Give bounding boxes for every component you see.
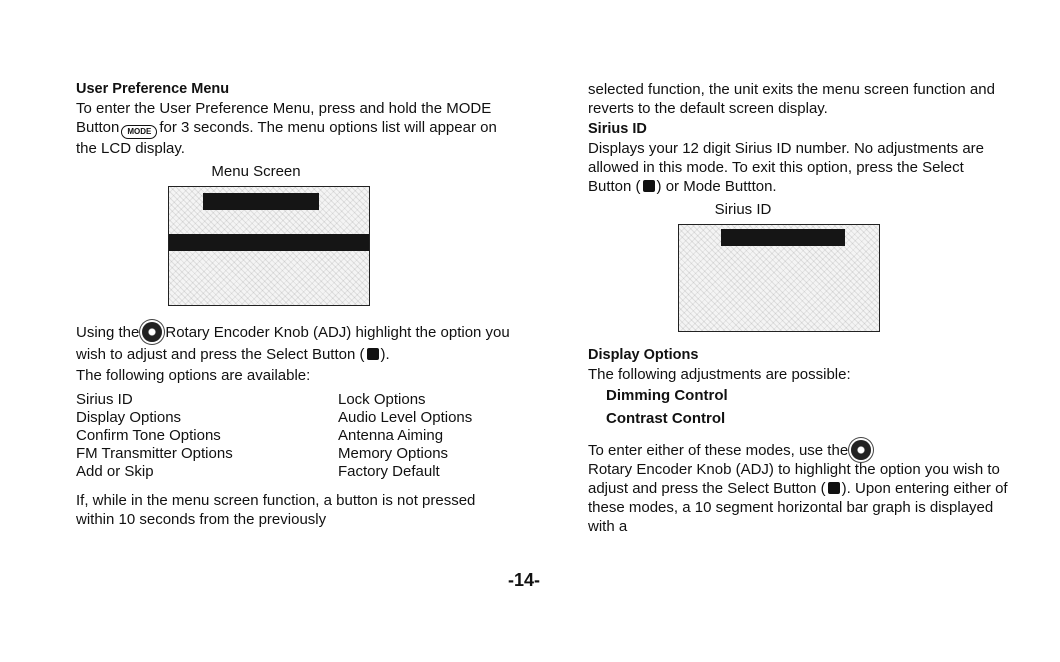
option-item: Add or Skip [76,463,154,480]
lcd-row [169,213,369,230]
enter-text-b: Rotary Encoder Knob (ADJ) to highlight t… [588,461,1000,497]
rotary-knob-icon [851,440,872,460]
lcd-row [679,295,879,312]
sirius-id-heading: Sirius ID [588,121,647,137]
rotary-text-c: ). [380,346,390,363]
option-item: Lock Options [338,391,426,408]
display-options-heading: Display Options [588,347,699,363]
sirius-text-a: Displays your 12 digit Sirius ID number.… [588,140,985,195]
enter-text-a: To enter either of these modes, use the [588,442,849,459]
contrast-control-item: Contrast Control [606,410,726,427]
lcd-row-highlight [721,229,845,246]
sirius-text-b: ) or Mode Buttton. [656,178,777,195]
intro-text-a: To enter the User Preference Menu, press… [76,100,492,136]
intro-text-b: for 3 seconds. The menu options list wil… [76,119,497,157]
lcd-row [169,275,369,292]
menu-screen-lcd-image [168,186,370,306]
option-item: Confirm Tone Options [76,427,221,444]
lcd-row [679,265,879,282]
lcd-row [169,255,369,272]
timeout-paragraph: If, while in the menu screen function, a… [76,492,476,528]
option-item: Sirius ID [76,391,133,408]
sirius-id-lcd-image [678,224,880,332]
sirius-screen-title: Sirius ID [714,201,772,218]
lcd-row-highlight [169,234,369,251]
option-item: Display Options [76,409,182,426]
sirius-id-paragraph: Displays your 12 digit Sirius ID number.… [588,139,1008,196]
option-item: FM Transmitter Options [76,445,233,462]
mode-button-icon: MODE [121,125,158,139]
option-item: Factory Default [338,463,440,480]
select-button-icon [366,348,379,360]
select-button-icon [827,482,840,494]
dimming-control-item: Dimming Control [606,387,728,404]
select-button-icon [642,180,655,192]
intro-paragraph: To enter the User Preference Menu, press… [76,99,516,158]
exit-paragraph: selected function, the unit exits the me… [588,81,995,117]
option-item: Antenna Aiming [338,427,444,444]
rotary-text-a: Using the [76,324,140,341]
user-preference-heading: User Preference Menu [76,81,230,97]
right-column: selected function, the unit exits the me… [588,80,1008,536]
rotary-knob-icon [142,322,163,342]
left-column: User Preference Menu To enter the User P… [76,80,516,529]
option-item: Audio Level Options [338,409,473,426]
rotary-text-b: Rotary Encoder Knob (ADJ) highlight the … [76,324,510,363]
display-options-paragraph: The following adjustments are possible: [588,366,851,383]
options-intro: The following options are available: [76,367,311,384]
page-number: -14- [508,570,541,590]
option-item: Memory Options [338,445,449,462]
enter-text-c: ). Upon entering either of these modes, … [588,480,1008,535]
options-list: Sirius ID Lock Options Display Options A… [76,391,516,481]
menu-screen-title: Menu Screen [211,163,301,180]
lcd-row-highlight-top [203,193,319,210]
